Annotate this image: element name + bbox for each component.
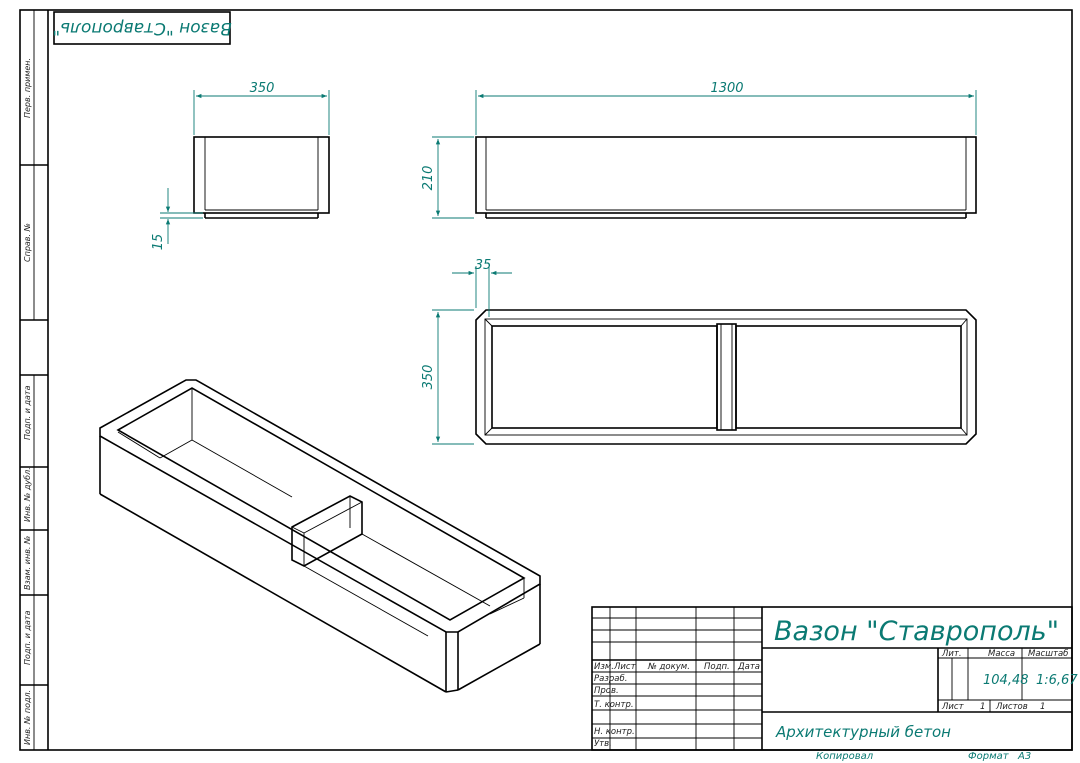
format-value: A3 [1017, 751, 1031, 762]
list-value: 1 [980, 702, 985, 712]
top-view: 35 350 [421, 258, 977, 445]
col-docum: № докум. [647, 662, 690, 672]
sheet-frame [19, 9, 1073, 751]
row-nkontr: Н. контр. [594, 727, 635, 737]
dim-side-length: 1300 [710, 81, 743, 96]
side-label-inv-podl: Инв. № подл. [23, 690, 32, 745]
massa-value: 104,48 [983, 673, 1029, 688]
rotated-stamp-title: Вазон "Ставрополь" [52, 18, 231, 38]
row-razrab: Разраб. [594, 674, 627, 684]
col-podp: Подп. [704, 662, 730, 672]
massa-label: Масса [988, 649, 1015, 659]
row-tkontr: Т. контр. [594, 700, 634, 710]
front-view: 350 15 [151, 81, 330, 251]
dim-front-width: 350 [250, 81, 275, 96]
masshtab-label: Масштаб [1028, 649, 1068, 659]
dim-wall: 35 [475, 258, 492, 273]
col-data: Дата [737, 662, 760, 672]
col-list: Лист [613, 662, 637, 672]
side-labels: Перв. примен. Справ. № Подп. и дата Инв.… [23, 58, 32, 745]
format-label: Формат [968, 751, 1010, 762]
dim-bottom-offset: 15 [151, 234, 166, 251]
col-izm: Изм. [594, 662, 614, 672]
lit-label: Лит. [941, 649, 962, 659]
isometric-view [99, 379, 541, 693]
masshtab-value: 1:6,67 [1036, 673, 1078, 688]
title-block-name: Вазон "Ставрополь" [774, 616, 1059, 647]
listov-label: Листов [995, 702, 1028, 712]
title-block-material: Архитектурный бетон [775, 723, 951, 741]
kopiroval-label: Копировал [816, 751, 874, 762]
rotated-stamp: Вазон "Ставрополь" [52, 11, 232, 45]
side-label-vzam-inv: Взам. инв. № [23, 536, 32, 590]
list-label: Лист [941, 702, 965, 712]
row-utv: Утв. [594, 739, 612, 749]
side-label-podp-data-2: Подп. и дата [23, 610, 32, 665]
title-block: Вазон "Ставрополь" Архитектурный бетон И… [591, 606, 1078, 762]
listov-value: 1 [1040, 702, 1045, 712]
side-label-sprav: Справ. № [23, 223, 32, 262]
side-label-perv-primen: Перв. примен. [23, 58, 32, 118]
side-view: 1300 210 [421, 81, 977, 219]
side-label-podp-data-1: Подп. и дата [23, 385, 32, 440]
row-prov: Пров. [594, 686, 619, 696]
dim-top-width: 350 [421, 365, 436, 390]
dim-height: 210 [421, 166, 436, 191]
side-label-inv-dubl: Инв. № дубл. [23, 467, 32, 522]
